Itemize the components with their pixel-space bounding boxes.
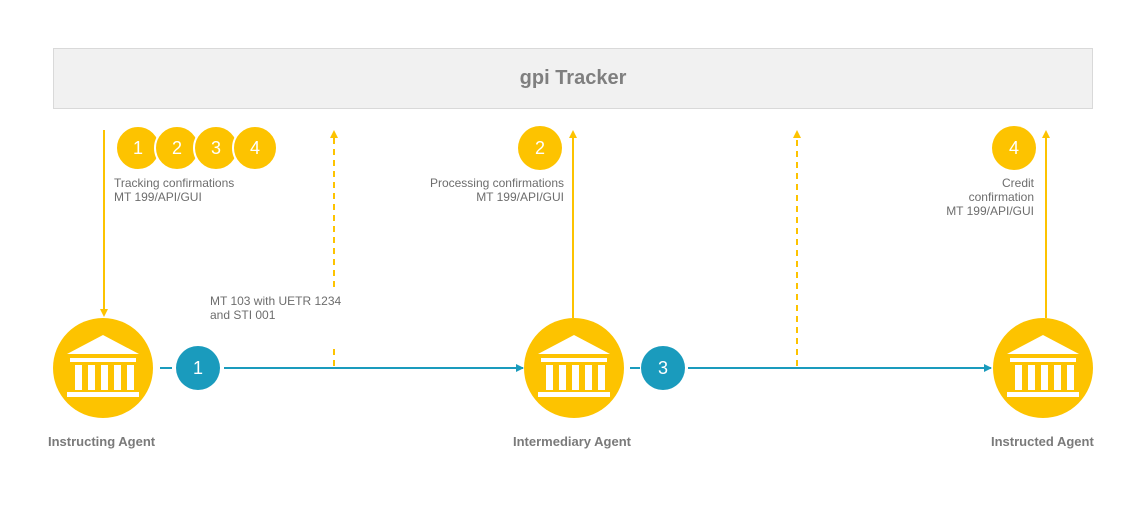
- processing-label-line2: MT 199/API/GUI: [476, 190, 564, 204]
- message-label-line2: and STI 001: [210, 308, 276, 322]
- instructing-badge-4: 4: [250, 138, 260, 158]
- instructed-badge-text: 4: [1009, 138, 1019, 158]
- flow-badge-3-text: 3: [658, 358, 668, 378]
- instructing-step-badges: 1 2 3 4: [115, 125, 278, 171]
- intermediary-badge: [518, 126, 562, 170]
- tracking-label-line2: MT 199/API/GUI: [114, 190, 202, 204]
- credit-label-line3: MT 199/API/GUI: [946, 204, 1034, 218]
- credit-label-line2: confirmation: [968, 190, 1034, 204]
- tracking-label: Tracking confirmations MT 199/API/GUI: [114, 176, 234, 204]
- instructed-badge: [992, 126, 1036, 170]
- processing-label: Processing confirmations MT 199/API/GUI: [430, 176, 564, 204]
- message-label-line1: MT 103 with UETR 1234: [210, 294, 342, 308]
- flow-badge-3: [641, 346, 685, 390]
- gpi-tracker-box: gpi Tracker: [53, 48, 1093, 109]
- gpi-tracker-title: gpi Tracker: [519, 67, 627, 89]
- processing-label-line1: Processing confirmations: [429, 176, 564, 190]
- flow-badge-1: [176, 346, 220, 390]
- instructing-agent-bank-icon: [53, 318, 153, 418]
- intermediary-badge-text: 2: [535, 138, 545, 158]
- intermediary-agent-label: Intermediary Agent: [513, 434, 631, 449]
- instructed-agent-bank-icon: [993, 318, 1093, 418]
- instructed-agent-label: Instructed Agent: [991, 434, 1094, 449]
- tracking-label-line1: Tracking confirmations: [114, 176, 235, 190]
- flow-badge-1-text: 1: [193, 358, 203, 378]
- instructing-badge-2: 2: [172, 138, 182, 158]
- credit-label-line1: Credit: [1001, 176, 1034, 190]
- instructing-badge-1: 1: [133, 138, 143, 158]
- credit-label: Credit confirmation MT 199/API/GUI: [946, 176, 1034, 218]
- instructing-badge-3: 3: [211, 138, 221, 158]
- intermediary-agent-bank-icon: [524, 318, 624, 418]
- instructing-agent-label: Instructing Agent: [48, 434, 156, 449]
- message-label: MT 103 with UETR 1234 and STI 001: [210, 294, 341, 322]
